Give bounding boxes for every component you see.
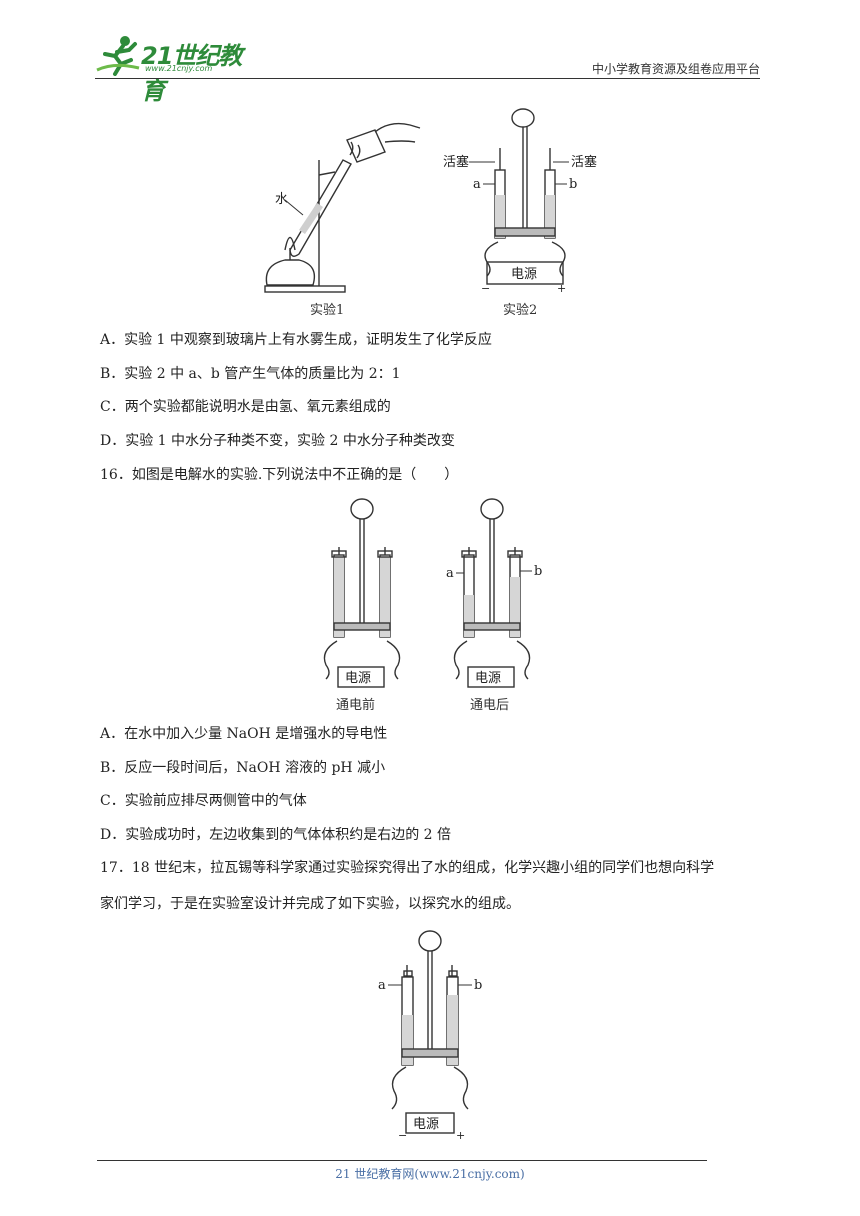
- q17-stem-line2: 家们学习，于是在实验室设计并完成了如下实验，以探究水的组成。: [100, 896, 520, 912]
- q16-option-b: B．反应一段时间后，NaOH 溶液的 pH 减小: [100, 760, 386, 776]
- logo: 21世纪教育 www.21cnjy.com: [95, 34, 260, 105]
- caption-experiment1: 实验1: [310, 302, 344, 318]
- q16-option-a: A．在水中加入少量 NaOH 是增强水的导电性: [100, 726, 388, 742]
- plus-sign: +: [557, 282, 566, 295]
- caption-after: 通电后: [470, 698, 509, 713]
- figure-q17-electrolysis: a b 电源 − +: [378, 930, 482, 1140]
- runner-logo-icon: [96, 36, 140, 76]
- header-divider: [95, 78, 760, 79]
- svg-text:−: −: [398, 1129, 407, 1140]
- q15-option-a: A．实验 1 中观察到玻璃片上有水雾生成，证明发生了化学反应: [100, 332, 492, 348]
- q16-option-d: D．实验成功时，左边收集到的气体体积约是右边的 2 倍: [100, 827, 452, 843]
- caption-experiment2: 实验2: [503, 302, 537, 318]
- footer-text: 21 世纪教育网(www.21cnjy.com): [335, 1167, 525, 1181]
- q15-option-c: C．两个实验都能说明水是由氢、氧元素组成的: [100, 399, 391, 415]
- label-stopcock-right: 活塞: [571, 154, 597, 170]
- q17-power-label: 电源: [413, 1117, 439, 1132]
- q17-apparatus: [391, 930, 469, 1134]
- svg-text:+: +: [456, 1129, 465, 1140]
- q17-stem-line1: 17．18 世纪末，拉瓦锡等科学家通过实验探究得出了水的组成，化学兴趣小组的同学…: [100, 860, 715, 876]
- label-a-after: a: [446, 566, 454, 581]
- logo-url: www.21cnjy.com: [145, 64, 213, 73]
- platform-name: 中小学教育资源及组卷应用平台: [591, 62, 760, 76]
- power-label-before: 电源: [345, 671, 371, 686]
- caption-before: 通电前: [336, 697, 375, 713]
- footer-divider: [97, 1160, 707, 1161]
- figure-experiments-1-2: 水 实验1 活塞 活塞 a b 电源 − + 实验2: [264, 108, 597, 318]
- power-label-after: 电源: [475, 671, 501, 686]
- q16-stem: 16．如图是电解水的实验.下列说法中不正确的是（ ）: [100, 467, 459, 483]
- power-source-label: 电源: [511, 267, 537, 282]
- electrolysis-before: [323, 498, 401, 688]
- q17-label-a: a: [378, 978, 386, 993]
- logo-text: 21世纪教育: [141, 42, 242, 105]
- figure-electrolysis-before-after: 电源 通电前 a b 电源 通电后: [323, 498, 542, 713]
- q15-option-d: D．实验 1 中水分子种类不变，实验 2 中水分子种类改变: [100, 433, 455, 449]
- minus-sign: −: [481, 282, 490, 295]
- electrolysis-after: [453, 498, 531, 688]
- label-b: b: [569, 177, 577, 192]
- experiment2-apparatus: [484, 108, 566, 285]
- label-b-after: b: [534, 564, 542, 579]
- label-water: 水: [275, 192, 288, 207]
- q16-option-c: C．实验前应排尽两侧管中的气体: [100, 793, 307, 809]
- label-stopcock-left: 活塞: [443, 154, 469, 170]
- experiment1-apparatus: [264, 122, 421, 293]
- q15-option-b: B．实验 2 中 a、b 管产生气体的质量比为 2：1: [100, 366, 401, 382]
- page-header: 21世纪教育 www.21cnjy.com 中小学教育资源及组卷应用平台: [95, 30, 760, 105]
- q17-label-b: b: [474, 978, 482, 993]
- label-a: a: [473, 177, 481, 192]
